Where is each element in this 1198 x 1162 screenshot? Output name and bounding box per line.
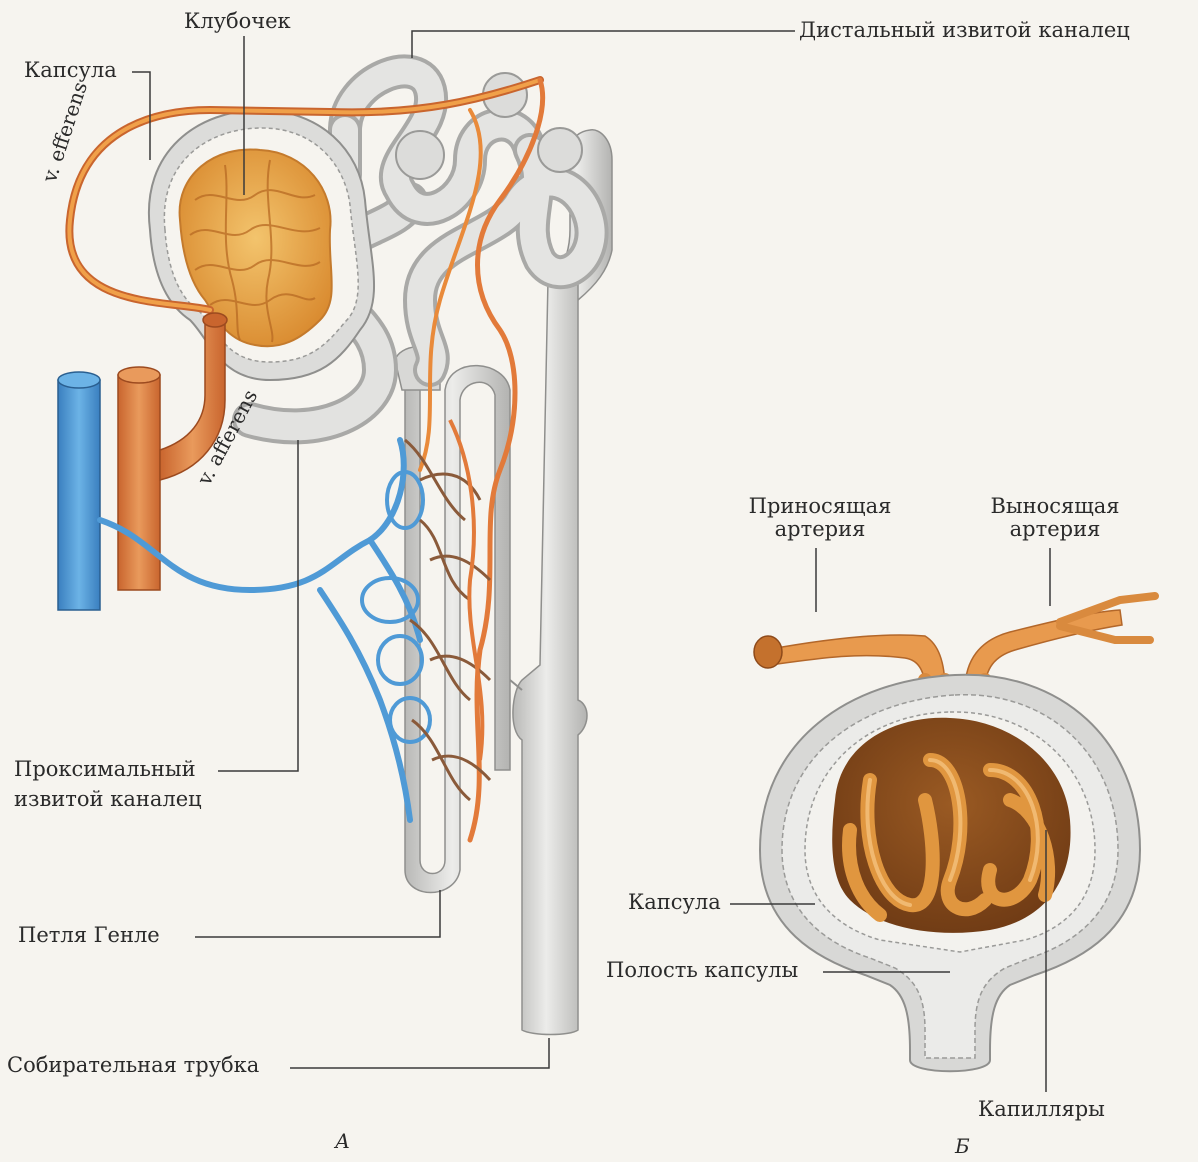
label-capsule-cavity: Полость капсулы: [606, 959, 798, 982]
label-proximal-line2: извитой каналец: [14, 788, 202, 811]
label-efferent-artery: Выносящая артерия: [970, 495, 1140, 541]
label-afferent-line1: Приносящая: [730, 495, 910, 518]
panel-b-artwork: [754, 596, 1155, 1071]
panel-a-artwork: [58, 71, 612, 1034]
label-efferent-line1: Выносящая: [970, 495, 1140, 518]
panel-a-letter: А: [335, 1130, 350, 1152]
label-efferent-line2: артерия: [970, 518, 1140, 541]
bowman-capsule: [149, 110, 374, 380]
label-proximal-line1: Проксимальный: [14, 758, 196, 781]
label-collecting-duct: Собирательная трубка: [7, 1054, 259, 1077]
label-capillaries: Капилляры: [978, 1098, 1105, 1121]
renal-vein: [58, 372, 430, 820]
label-loop-of-henle: Петля Генле: [18, 924, 160, 947]
panel-b-letter: Б: [955, 1135, 970, 1157]
label-distal-tubule: Дистальный извитой каналец: [799, 19, 1130, 42]
label-glomerulus: Клубочек: [184, 10, 291, 33]
label-capsule-b: Капсула: [628, 891, 721, 914]
label-afferent-line2: артерия: [730, 518, 910, 541]
label-afferent-artery: Приносящая артерия: [730, 495, 910, 541]
